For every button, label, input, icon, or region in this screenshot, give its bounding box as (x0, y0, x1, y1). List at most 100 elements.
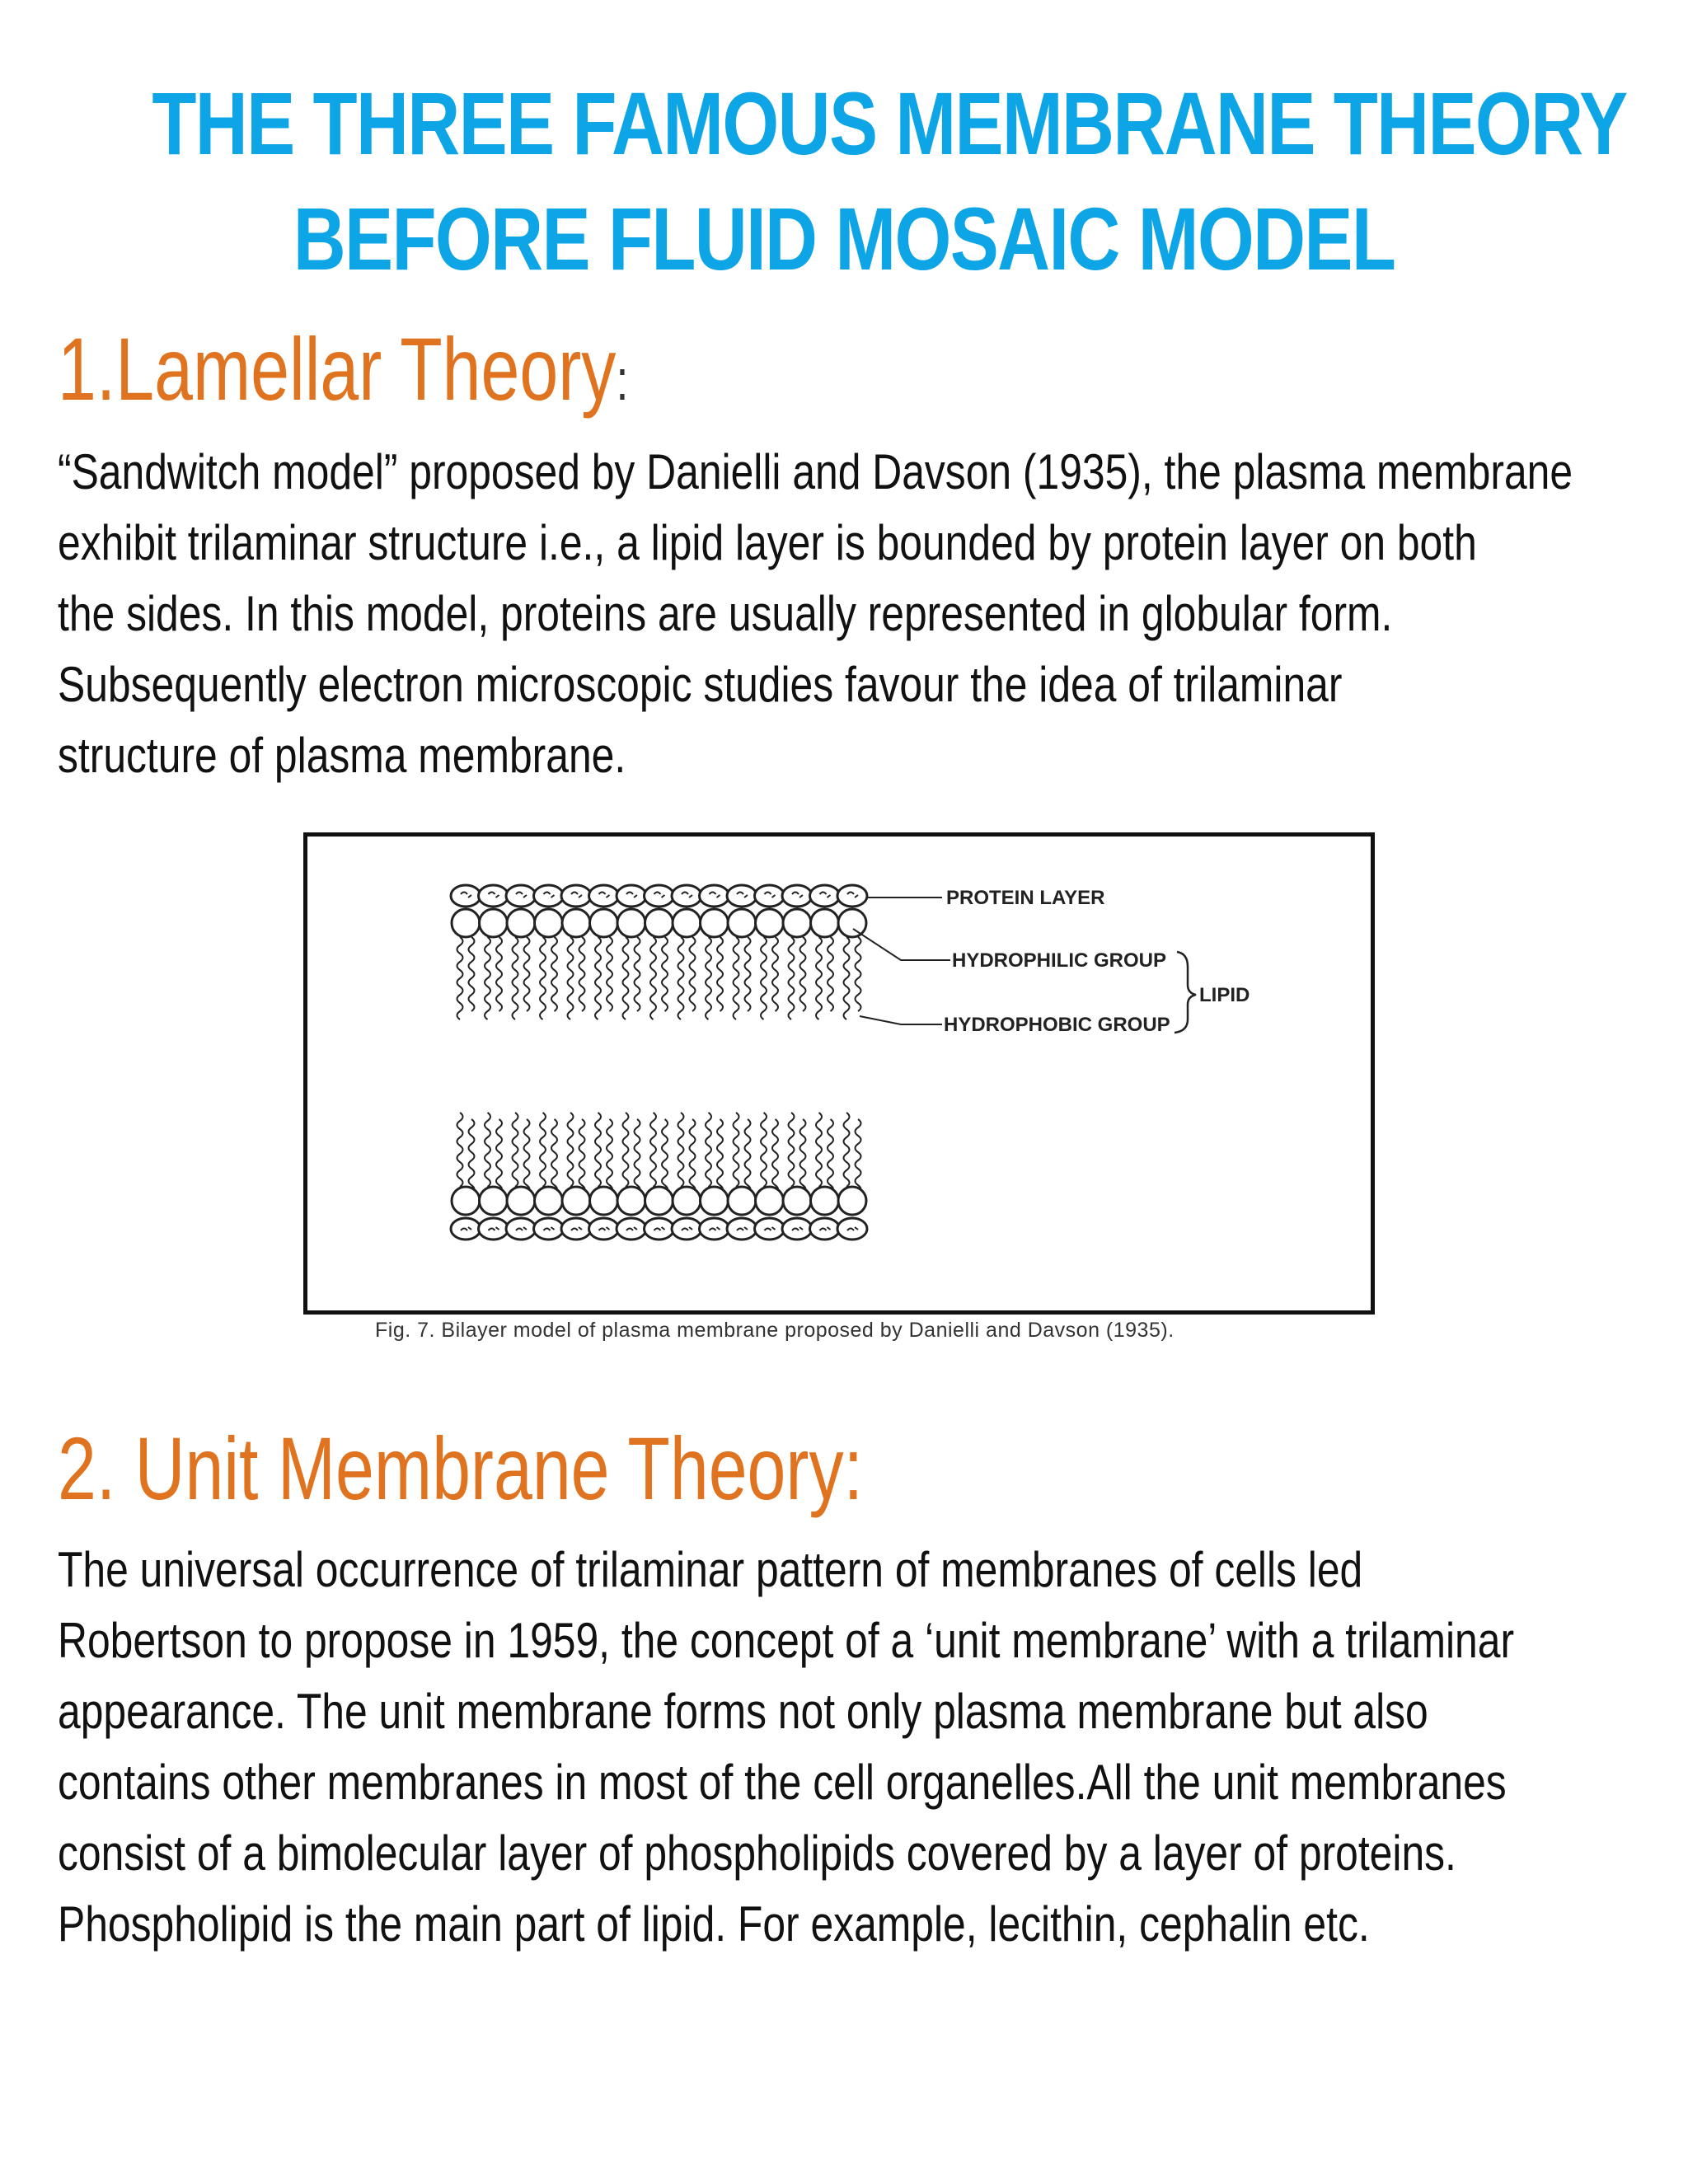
hydrophilic-head (588, 1185, 619, 1216)
hydrophobic-tail (539, 1112, 546, 1188)
hydrophobic-tail (484, 1112, 491, 1188)
section-2-line: appearance. The unit membrane forms not … (58, 1684, 1428, 1739)
hydrophobic-tail (594, 936, 602, 1020)
protein-globule-mark (487, 1226, 500, 1231)
hydrophilic-head (560, 907, 592, 939)
top-lipid-layer (449, 883, 869, 1020)
hydrophobic-tail (716, 1118, 724, 1194)
hydrophobic-tail (495, 1118, 503, 1194)
section-1-line: Subsequently electron microscopic studie… (58, 657, 1343, 712)
hydrophilic-head (726, 1185, 757, 1216)
hydrophobic-tail (649, 1112, 657, 1188)
hydrophobic-tail (511, 1112, 519, 1188)
hydrophobic-tail (621, 1112, 630, 1188)
hydrophilic-head (533, 1185, 564, 1216)
hydrophilic-head (644, 1185, 674, 1216)
protein-globule-mark (570, 1226, 583, 1231)
hydrophobic-tail (799, 936, 807, 1012)
hydrophilic-head (450, 1185, 481, 1216)
section-1-line: “Sandwitch model” proposed by Danielli a… (58, 444, 1573, 499)
protein-globule (532, 883, 565, 908)
hydrophobic-tail (760, 936, 767, 1020)
hydrophobic-tail (705, 936, 712, 1020)
hydrophilic-head (837, 907, 868, 939)
protein-globule (477, 883, 509, 908)
hydrophilic-head (837, 1185, 868, 1216)
protein-globule-mark (818, 1226, 832, 1231)
hydrophobic-tail (842, 1112, 851, 1188)
hydrophobic-tail (578, 936, 586, 1012)
hydrophilic-head (671, 907, 702, 939)
hydrophobic-leader (859, 1015, 942, 1025)
hydrophobic-tail (484, 936, 491, 1020)
hydrophilic-head (754, 1185, 785, 1216)
protein-globule (588, 883, 620, 908)
hydrophobic-group-label: HYDROPHOBIC GROUP (944, 1014, 1170, 1036)
hydrophilic-head (699, 1185, 729, 1216)
section-1-line: structure of plasma membrane. (58, 728, 626, 783)
protein-globule-mark (626, 1226, 638, 1231)
membrane-diagram-svg: PROTEIN LAYER HYDROPHILIC GROUP HYDROPHO… (449, 883, 1250, 1241)
section-2-paragraph: The universal occurrence of trilaminar p… (58, 1535, 1624, 1960)
hydrophobic-tail (677, 1112, 685, 1188)
protein-globule (753, 883, 785, 908)
hydrophilic-head (560, 1185, 592, 1216)
hydrophobic-tail (732, 1112, 740, 1188)
protein-globule (698, 883, 730, 908)
hydrophobic-tail (551, 1118, 558, 1194)
protein-globule (615, 883, 648, 908)
protein-globule-mark (598, 1226, 611, 1231)
hydrophobic-tail (705, 1112, 712, 1188)
protein-globule-mark (487, 891, 500, 898)
hydrophobic-tail (799, 1118, 807, 1194)
protein-globule-mark (681, 1226, 693, 1231)
protein-globule-mark (818, 891, 832, 898)
page-title-line-1: THE THREE FAMOUS MEMBRANE THEORY (152, 73, 1628, 173)
protein-globule-mark (736, 1226, 748, 1231)
protein-globule-mark (460, 1226, 472, 1231)
hydrophilic-head (781, 1185, 813, 1216)
section-1-heading: 1.Lamellar Theory: (58, 320, 629, 429)
hydrophobic-tail (523, 936, 531, 1012)
hydrophilic-head (781, 907, 813, 939)
section-2-line: consist of a bimolecular layer of phosph… (58, 1825, 1456, 1881)
hydrophobic-tail (677, 936, 685, 1020)
hydrophobic-tail (771, 936, 779, 1012)
protein-globule (643, 883, 675, 908)
protein-globule-mark (653, 1226, 666, 1231)
hydrophobic-tail (539, 936, 546, 1020)
protein-globule-mark (846, 1226, 859, 1231)
protein-globule-mark (791, 1226, 804, 1231)
hydrophobic-tail (523, 1118, 531, 1194)
hydrophobic-tail (578, 1118, 586, 1194)
protein-globule-mark (515, 891, 528, 898)
protein-globule-mark (542, 891, 556, 898)
hydrophobic-tail (771, 1118, 779, 1194)
protein-globule (504, 883, 537, 908)
hydrophobic-tail (787, 936, 795, 1020)
protein-globule (560, 883, 593, 908)
protein-globule-mark (763, 891, 776, 898)
hydrophobic-tail (661, 1118, 668, 1194)
section-2-line: Robertson to propose in 1959, the concep… (58, 1613, 1515, 1668)
hydrophobic-tail (815, 1112, 823, 1188)
hydrophilic-head (616, 907, 647, 939)
hydrophilic-leader (852, 928, 950, 961)
protein-layer-label: PROTEIN LAYER (946, 887, 1104, 909)
protein-globule (449, 883, 482, 908)
hydrophobic-tail (621, 936, 630, 1020)
section-2-line: The universal occurrence of trilaminar p… (58, 1542, 1363, 1597)
page-title: THE THREE FAMOUS MEMBRANE THEORY BEFORE … (152, 66, 1628, 297)
protein-globule (670, 883, 703, 908)
protein-globule (809, 883, 841, 908)
hydrophobic-tail (456, 936, 464, 1020)
hydrophilic-head (644, 907, 674, 939)
hydrophobic-tail (743, 936, 752, 1012)
hydrophobic-tail (495, 936, 503, 1012)
hydrophobic-tail (827, 1118, 834, 1194)
hydrophobic-tail (743, 1118, 752, 1194)
hydrophilic-head (533, 907, 564, 939)
section-2-line: contains other membranes in most of the … (58, 1755, 1507, 1810)
protein-globule-mark (681, 891, 693, 898)
hydrophobic-tail (854, 936, 862, 1012)
